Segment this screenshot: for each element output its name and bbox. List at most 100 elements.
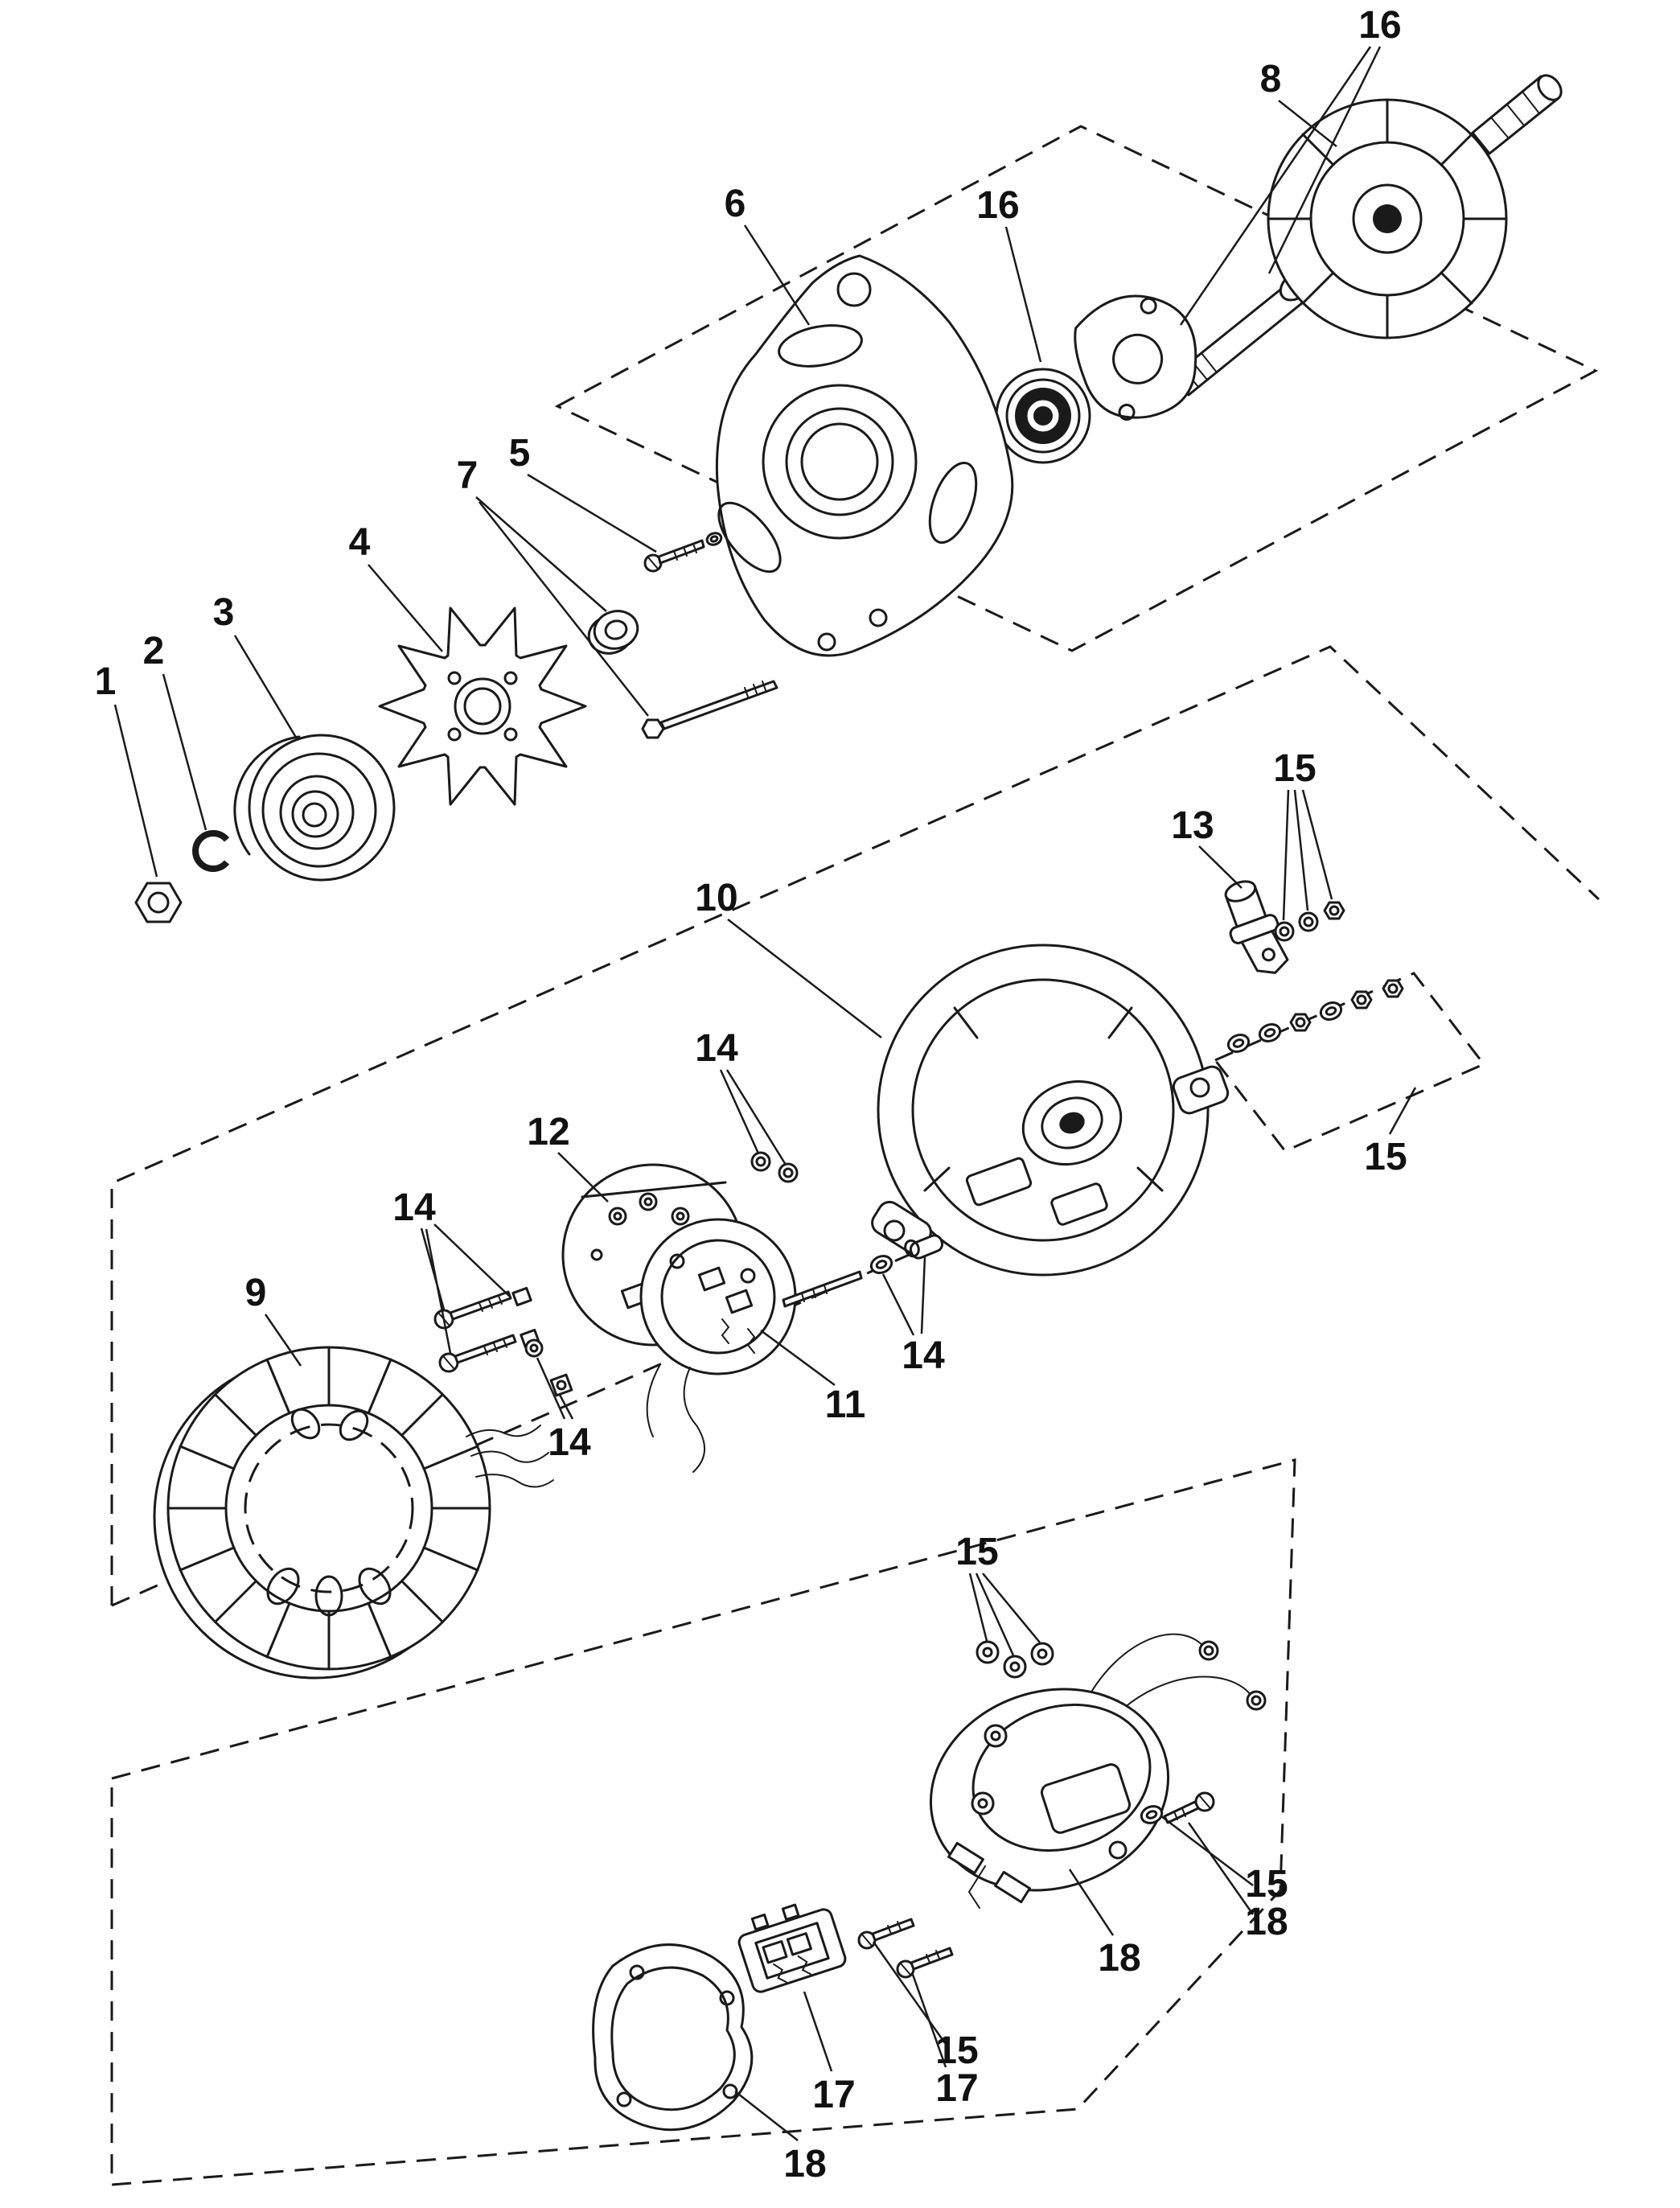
callout-15-nut-washer-set: 15: [1273, 747, 1316, 790]
leader-line-9: [264, 1314, 302, 1367]
shaft-nut-part: [134, 882, 183, 923]
housing-screw-washer-part: [1140, 1791, 1215, 1824]
callout-15-washer-set: 15: [955, 1531, 998, 1573]
lock-washer-part: [192, 830, 230, 872]
leader-line-15: [975, 1573, 1015, 1656]
through-bolt-part: [641, 680, 778, 739]
callout-15-washer: 15: [1245, 1863, 1288, 1906]
brush-holder-assembly-part: [639, 1218, 797, 1473]
leader-line-16: [1179, 46, 1372, 326]
callout-16-bearing-retainer: 16: [1358, 4, 1401, 47]
callout-17-brush-holder: 17: [812, 2074, 855, 2116]
callout-14-screw-washer-set: 14: [548, 1421, 591, 1464]
callout-14-screw-washer-set: 14: [902, 1334, 945, 1377]
callout-15-screw-washer-set: 15: [935, 2029, 978, 2072]
callout-12-rectifier-plate: 12: [527, 1111, 569, 1153]
regulator-washer-trio-part: [976, 1640, 1054, 1679]
pulley-part: [233, 734, 396, 882]
leader-line-14: [425, 1228, 452, 1354]
main-assembly-box: [110, 645, 1600, 1606]
fan-part: [378, 606, 587, 806]
callout-7-spacer-collar: 7: [457, 454, 479, 497]
leader-line-8: [1278, 100, 1337, 147]
bearing-retainer-gasket-part: [1074, 294, 1197, 421]
spacer-collar-part: [587, 610, 639, 655]
leader-line-17: [910, 1972, 947, 2068]
leader-line-14: [719, 1069, 760, 1154]
callout-18-screw: 18: [1245, 1901, 1288, 1943]
leader-line-3: [233, 635, 299, 741]
leader-line-16: [1267, 46, 1382, 274]
leader-line-14: [920, 1256, 926, 1334]
callout-1-shaft-nut: 1: [95, 660, 117, 703]
leader-line-15: [982, 1573, 1041, 1643]
leader-line-2: [162, 673, 207, 831]
callout-17-brush-holder-screw: 17: [935, 2067, 978, 2110]
leader-line-7: [475, 496, 607, 612]
leader-line-14: [725, 1069, 787, 1166]
leader-line-15: [1293, 789, 1309, 911]
callout-10-rear-housing: 10: [695, 877, 737, 919]
leader-line-15: [968, 1573, 988, 1642]
leader-line-15: [1282, 789, 1290, 921]
leader-line-13: [1198, 845, 1243, 889]
callout-15-nut-washer-set: 15: [1364, 1136, 1407, 1178]
callout-18-gasket: 18: [783, 2143, 826, 2185]
leader-line-15: [872, 1941, 947, 2044]
leader-line-14: [433, 1223, 511, 1297]
rear-housing-part: [871, 944, 1230, 1277]
leader-line-7: [479, 501, 649, 717]
terminal-stud-part: [1224, 880, 1289, 974]
bearing-part: [995, 368, 1091, 464]
callout-8-rotor: 8: [1260, 58, 1282, 101]
brush-holder-part: [737, 1903, 847, 1993]
callout-9-stator: 9: [245, 1272, 267, 1314]
callout-3-pulley: 3: [213, 591, 235, 634]
callout-5-screw: 5: [509, 432, 531, 475]
regulator-assembly-box: [110, 1458, 1296, 2186]
leader-line-5: [527, 473, 657, 553]
leader-line-15: [1301, 789, 1333, 900]
callout-13-terminal-stud: 13: [1171, 804, 1214, 847]
plate-screws-part: [433, 1286, 573, 1397]
leader-line-17: [803, 1991, 833, 2072]
housing-washer-pair-part: [750, 1151, 799, 1183]
leader-lines: [113, 46, 1417, 2141]
leader-line-12: [557, 1152, 609, 1203]
callout-18-regulator-housing: 18: [1098, 1937, 1140, 1980]
end-cover-gasket-part: [592, 1943, 754, 2132]
callout-14-screw-washer-set: 14: [695, 1027, 738, 1070]
leader-line-18: [734, 2091, 799, 2141]
hardware-row-part: [1226, 979, 1404, 1053]
callout-4-fan: 4: [349, 521, 371, 564]
leader-line-14: [536, 1357, 566, 1420]
stud-washer-spacer-part: [782, 1234, 944, 1308]
callout-2-lock-washer: 2: [143, 630, 165, 672]
hardware-box: [1213, 972, 1486, 1153]
brush-holder-screws-part: [857, 1918, 954, 1979]
leader-line-15: [1160, 1815, 1254, 1886]
callout-14-screw-washer-set: 14: [392, 1186, 436, 1229]
terminal-nut-washer-set: [1274, 901, 1345, 942]
leader-line-6: [743, 224, 811, 326]
callout-16-bearing: 16: [976, 184, 1019, 227]
leader-line-1: [113, 704, 158, 878]
callout-11-brush-holder-assembly: 11: [825, 1384, 866, 1426]
rotor-part: [1172, 74, 1563, 397]
front-assembly-box: [554, 125, 1599, 652]
leader-line-16: [1004, 226, 1042, 363]
leader-line-18: [1068, 1869, 1115, 1936]
regulator-housing-part: [929, 1633, 1267, 1909]
leader-line-14: [881, 1273, 915, 1336]
leader-line-18: [1187, 1822, 1255, 1915]
leader-line-4: [368, 564, 443, 652]
stator-part: [153, 1346, 554, 1680]
front-housing-part: [715, 254, 1014, 657]
leader-line-14: [558, 1394, 574, 1420]
leader-line-11: [760, 1329, 836, 1387]
front-housing-screw-part: [643, 532, 723, 573]
leader-line-15: [1388, 1087, 1417, 1135]
